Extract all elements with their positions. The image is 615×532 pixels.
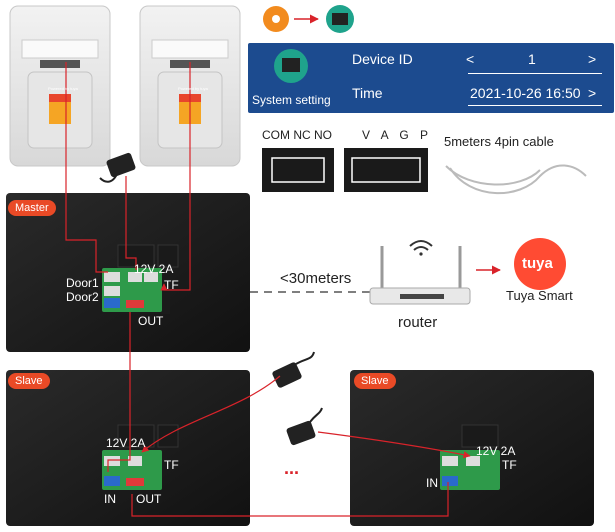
wifi-icon — [409, 240, 433, 256]
red-wires — [65, 62, 471, 517]
video-pins-label: V A G P — [362, 128, 433, 142]
system-setting-caption: System setting — [252, 93, 331, 107]
outdoor-brand-label: Powered by tuya — [178, 86, 208, 91]
out-label: OUT — [136, 492, 162, 506]
ellipsis-more-slaves: ... — [284, 458, 300, 478]
time-next-button[interactable]: > — [588, 85, 597, 101]
divider — [468, 73, 602, 74]
power-adapter-icon — [286, 407, 323, 446]
slave2-pcb — [440, 450, 500, 490]
divider — [468, 105, 602, 106]
cable-label: 5meters 4pin cable — [444, 134, 554, 149]
door1-label: Door1 — [66, 276, 99, 290]
device-id-label: Device ID — [352, 51, 413, 67]
power-label: 12V 2A — [476, 444, 516, 458]
outdoor-brand-label: Powered by tuya — [48, 86, 78, 91]
tuya-logo-text: tuya — [522, 255, 553, 272]
tf-label: TF — [502, 458, 517, 472]
cable-icon — [445, 164, 587, 195]
router-label: router — [398, 314, 438, 331]
tf-label: TF — [164, 458, 179, 472]
in-label: IN — [104, 492, 116, 506]
power-label: 12V 2A — [134, 262, 174, 276]
slave-badge: Slave — [8, 373, 50, 389]
system-setting-panel: System setting Device ID < 1 > Time 2021… — [248, 43, 614, 113]
master-pcb — [102, 268, 162, 312]
time-label: Time — [352, 85, 383, 101]
door2-label: Door2 — [66, 290, 99, 304]
time-value: 2021-10-26 16:50 — [470, 85, 581, 101]
power-adapter-icon — [99, 152, 136, 183]
tuya-logo-icon — [514, 238, 566, 290]
device-id-prev-button[interactable]: < — [466, 51, 475, 67]
power-label: 12V 2A — [106, 436, 146, 450]
slave-badge: Slave — [354, 373, 396, 389]
relay-pins-label: COM NC NO — [262, 128, 332, 142]
device-id-next-button[interactable]: > — [588, 51, 597, 67]
device-id-value: 1 — [528, 51, 536, 67]
in-label: IN — [426, 476, 438, 490]
power-adapter-icon — [272, 351, 315, 388]
tuya-caption: Tuya Smart — [506, 288, 573, 303]
video-connector — [344, 148, 428, 192]
slave-monitor-2 — [350, 370, 594, 526]
tf-label: TF — [164, 278, 179, 292]
distance-label: <30meters — [280, 270, 352, 287]
router-icon — [369, 246, 471, 305]
slave-monitor-1 — [6, 370, 250, 526]
slave1-pcb — [102, 450, 162, 490]
screen-icon-inner — [282, 58, 300, 72]
out-label: OUT — [138, 314, 164, 328]
relay-connector — [262, 148, 334, 192]
master-badge: Master — [8, 200, 56, 216]
